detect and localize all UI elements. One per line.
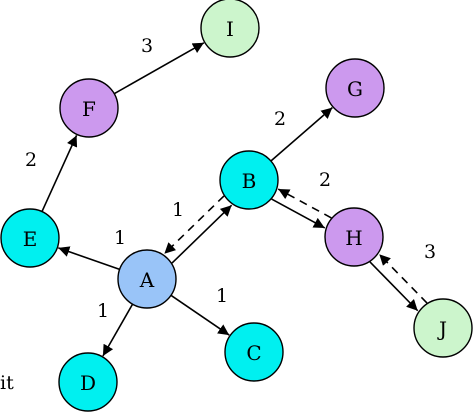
node-label-J: J: [437, 317, 447, 341]
edge-label-A-C: 1: [216, 285, 228, 307]
node-H: H: [324, 207, 384, 267]
edge-H-J: [369, 261, 419, 312]
node-E: E: [0, 208, 60, 268]
node-D: D: [58, 352, 118, 412]
node-circle-I: [200, 0, 260, 58]
node-circle-J: [413, 298, 473, 358]
node-label-I: I: [226, 17, 234, 41]
edge-F-I: [113, 42, 205, 95]
node-label-A: A: [139, 268, 155, 292]
node-I: I: [200, 0, 260, 58]
edge-E-F: [41, 134, 78, 212]
node-label-E: E: [23, 227, 38, 251]
node-circle-D: [58, 352, 118, 412]
node-A: A: [117, 249, 177, 309]
node-circle-B: [219, 150, 279, 210]
edge-label-F-I: 3: [141, 35, 153, 57]
node-label-F: F: [82, 97, 96, 121]
node-J: J: [413, 298, 473, 358]
node-label-D: D: [80, 371, 96, 395]
edge-label-A-B: 1: [172, 199, 184, 221]
edge-J-H: [378, 253, 428, 304]
node-B: B: [219, 150, 279, 210]
node-circle-A: [117, 249, 177, 309]
edge-A-B: [171, 204, 233, 264]
node-label-B: B: [242, 169, 257, 193]
edge-label-E-F: 2: [25, 149, 37, 171]
node-label-C: C: [246, 341, 261, 365]
node-circle-H: [324, 207, 384, 267]
node-circle-G: [325, 58, 385, 118]
stray-text: it: [0, 372, 14, 394]
edge-A-D: [102, 303, 134, 357]
edge-label-H-J: 3: [424, 241, 436, 263]
node-circle-C: [224, 322, 284, 382]
edge-label-B-H: 2: [319, 169, 331, 191]
edge-A-E: [58, 246, 120, 271]
node-circle-E: [0, 208, 60, 268]
edge-label-B-G: 2: [274, 108, 286, 130]
edge-B-G: [270, 107, 333, 162]
edge-B-H: [271, 198, 326, 229]
edges: [41, 42, 428, 357]
node-circle-F: [59, 78, 119, 138]
edge-A-C: [170, 294, 230, 336]
node-label-G: G: [347, 77, 363, 101]
node-C: C: [224, 322, 284, 382]
node-F: F: [59, 78, 119, 138]
edge-label-A-E: 1: [114, 227, 126, 249]
edge-label-A-D: 1: [97, 300, 109, 322]
node-label-H: H: [345, 226, 362, 250]
edge-labels: 1 1 1 1 2 3 2 2 3: [25, 35, 436, 322]
node-G: G: [325, 58, 385, 118]
edge-H-B: [277, 188, 332, 219]
